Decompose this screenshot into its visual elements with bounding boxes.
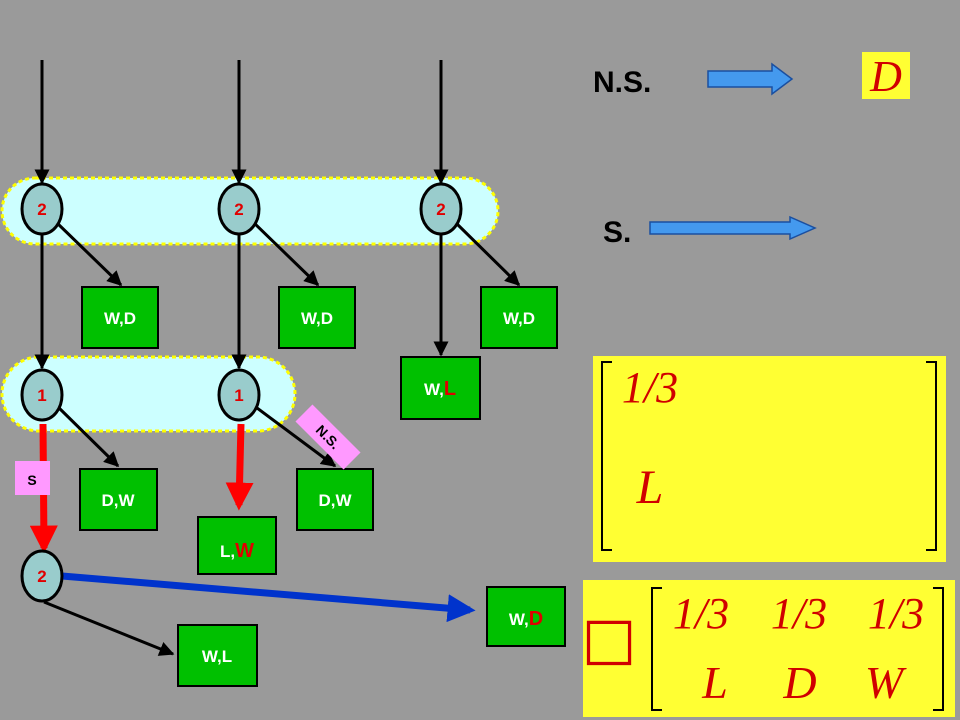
box-wd-2-label: W,D (301, 309, 333, 328)
box-wd-target-second: D (529, 608, 543, 630)
edge-l2-box-2 (252, 403, 337, 468)
node-l2-1-label: 1 (37, 386, 46, 405)
node-l2-2: 1 (217, 368, 261, 422)
red-arrow-lw (225, 423, 254, 511)
box-lw-second: W (235, 540, 254, 562)
node-l1-3-label: 2 (436, 200, 445, 219)
box-wd-target-first: W, (509, 610, 529, 629)
tag-s-label: S (27, 472, 36, 488)
box-wl-bottom-label: W,L (202, 647, 232, 666)
box-wd-target: W,D (486, 586, 566, 647)
matrix-large-top-1: 1/3 (673, 589, 729, 638)
box-wd-3: W,D (480, 286, 558, 349)
node-l1-1-label: 2 (37, 200, 46, 219)
box-wl-top: W,L (400, 356, 481, 420)
box-wd-1: W,D (81, 286, 159, 349)
box-wd-2: W,D (278, 286, 356, 349)
legend-ns-result: D (862, 52, 910, 101)
legend-ns-label: N.S. (593, 66, 651, 99)
node-l3: 2 (20, 549, 64, 603)
box-wd-1-label: W,D (104, 309, 136, 328)
matrix-large-bottom-1: L (701, 657, 728, 708)
legend-s-label: S. (603, 216, 631, 249)
group-highlight-level2 (0, 355, 297, 433)
matrix-large-left-bracket (651, 587, 662, 711)
matrix-large-right-bracket (933, 587, 944, 711)
legend-ns-result-text: D (869, 52, 902, 101)
box-lw-text: L,W (220, 540, 254, 562)
matrix-small-left-bracket (601, 361, 612, 551)
matrix-large: □ 1/3 1/3 1/3 L D W (582, 580, 955, 717)
edge-l2-box-1 (54, 403, 120, 468)
node-l1-2: 2 (217, 182, 261, 236)
node-l1-2-label: 2 (234, 200, 243, 219)
box-wl-top-second: L (444, 378, 456, 400)
matrix-large-bottom-2: D (782, 657, 816, 708)
legend-s-arrow (649, 215, 817, 241)
legend-ns-arrow (707, 62, 794, 96)
matrix-large-top-2: 1/3 (771, 589, 827, 638)
node-l1-3: 2 (419, 182, 463, 236)
box-dw-2: D,W (296, 468, 374, 531)
matrix-large-bottom-3: W (865, 657, 907, 708)
node-l2-2-label: 1 (234, 386, 243, 405)
edge-l1-box-3 (453, 220, 521, 287)
box-dw-1: D,W (79, 468, 158, 531)
box-lw-first: L, (220, 542, 235, 561)
edge-l1-box-1 (54, 220, 123, 287)
box-dw-2-label: D,W (318, 491, 352, 510)
node-l1-1: 2 (20, 182, 64, 236)
box-wd-target-text: W,D (509, 608, 543, 630)
matrix-small-bottom: L (636, 461, 664, 514)
box-wl-top-first: W, (424, 380, 444, 399)
edge-l3-wl (43, 600, 175, 656)
box-wd-3-label: W,D (503, 309, 535, 328)
box-wl-top-text: W,L (424, 378, 456, 400)
tag-s: S (15, 461, 50, 495)
node-l3-label: 2 (37, 567, 46, 586)
matrix-large-top-3: 1/3 (868, 589, 924, 638)
matrix-large-prefix-glyph: □ (582, 604, 637, 672)
blue-arrow (61, 572, 476, 623)
edge-l1-box-2 (251, 220, 320, 287)
box-wl-bottom: W,L (177, 624, 258, 687)
matrix-small: 1/3 L (593, 356, 946, 562)
matrix-small-right-bracket (926, 361, 937, 551)
box-dw-1-label: D,W (101, 491, 135, 510)
node-l2-1: 1 (20, 368, 64, 422)
matrix-small-top: 1/3 (622, 363, 678, 412)
box-lw: L,W (197, 516, 277, 575)
